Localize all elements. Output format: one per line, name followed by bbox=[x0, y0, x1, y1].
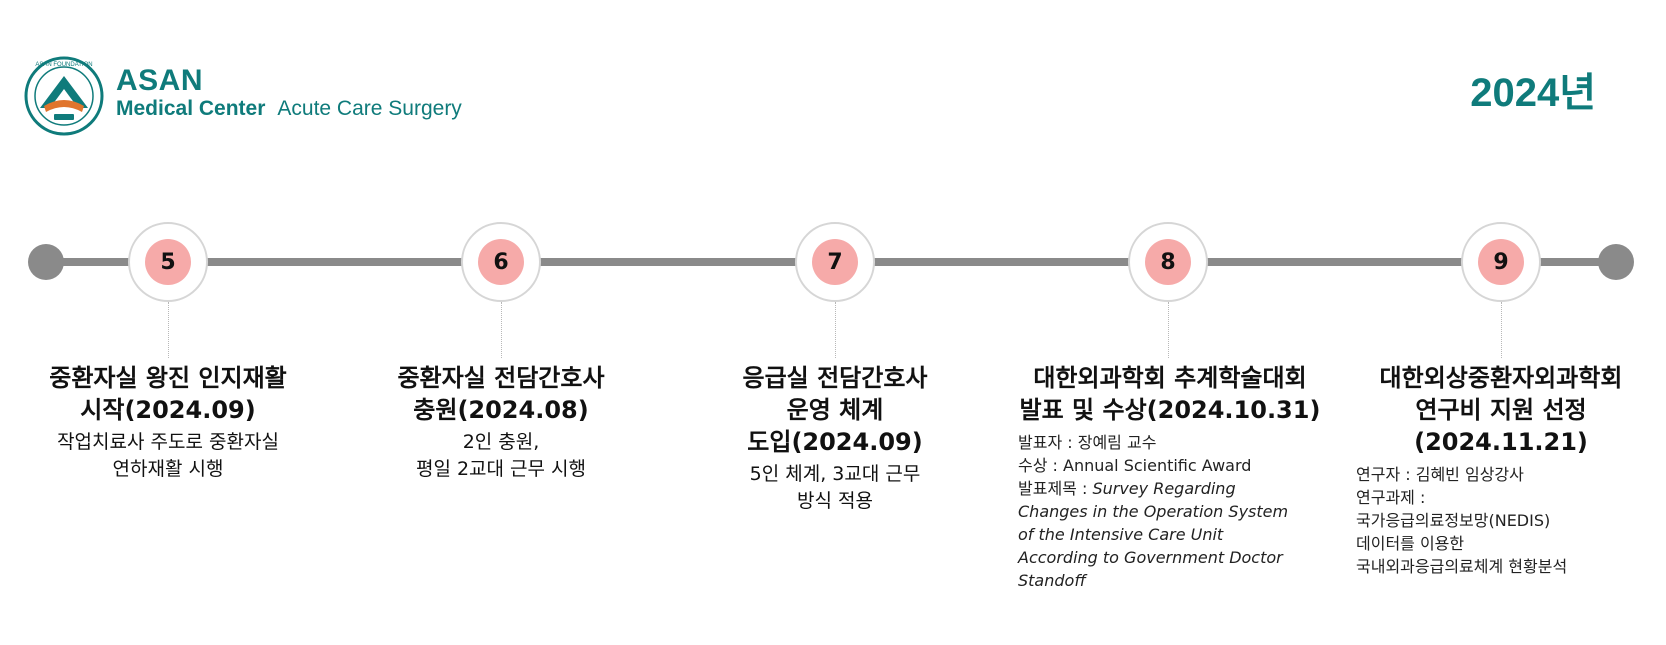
milestone-title: 중환자실 왕진 인지재활 시작(2024.09) bbox=[18, 362, 318, 426]
milestone-title: 대한외상중환자외과학회 연구비 지원 선정 (2024.11.21) bbox=[1346, 362, 1656, 458]
milestone-marker-9: 9 bbox=[1461, 222, 1541, 302]
desc-line: 평일 2교대 근무 시행 bbox=[415, 458, 587, 480]
logo-line-medical-center: Medical Center bbox=[116, 97, 266, 120]
milestone-connector bbox=[1168, 302, 1169, 358]
title-line: 대한외상중환자외과학회 bbox=[1379, 364, 1623, 392]
title-line: 시작(2024.09) bbox=[80, 396, 256, 424]
paper-title-line: Changes in the Operation System bbox=[1018, 500, 1328, 523]
milestone-description: 5인 체계, 3교대 근무 방식 적용 bbox=[685, 461, 985, 515]
milestone-detail: 연구자 : 김혜빈 임상강사 연구과제 : 국가응급의료정보망(NEDIS) 데… bbox=[1356, 463, 1656, 578]
paper-title-part: Survey Regarding bbox=[1092, 479, 1236, 498]
title-line: 연구비 지원 선정 bbox=[1415, 396, 1587, 424]
milestone-marker-5: 5 bbox=[128, 222, 208, 302]
paper-title-line: According to Government Doctor bbox=[1018, 546, 1328, 569]
milestone-connector bbox=[1501, 302, 1502, 358]
milestone-title: 대한외과학회 추계학술대회 발표 및 수상(2024.10.31) bbox=[1010, 362, 1330, 426]
desc-line: 작업치료사 주도로 중환자실 bbox=[57, 431, 279, 453]
desc-line: 방식 적용 bbox=[797, 490, 873, 512]
milestone-connector bbox=[501, 302, 502, 358]
milestone-marker-6: 6 bbox=[461, 222, 541, 302]
paper-title-part: Changes in the Operation System bbox=[1018, 502, 1289, 521]
paper-title-line: of the Intensive Care Unit bbox=[1018, 523, 1328, 546]
milestone-detail: 발표자 : 장예림 교수 수상 : Annual Scientific Awar… bbox=[1018, 431, 1328, 592]
detail-line: 연구자 : 김혜빈 임상강사 bbox=[1356, 465, 1524, 484]
title-line: 중환자실 왕진 인지재활 bbox=[49, 364, 287, 392]
paper-title-line: 발표제목 : Survey Regarding bbox=[1018, 477, 1328, 500]
paper-title-part: of the Intensive Care Unit bbox=[1018, 525, 1224, 544]
paper-title-line: Standoff bbox=[1018, 569, 1328, 592]
desc-line: 연하재활 시행 bbox=[112, 458, 224, 480]
svg-text:ASAN FOUNDATION: ASAN FOUNDATION bbox=[35, 62, 92, 68]
milestone-description: 2인 충원, 평일 2교대 근무 시행 bbox=[351, 429, 651, 483]
detail-line: 국내외과응급의료체계 현황분석 bbox=[1356, 557, 1568, 576]
desc-line: 5인 체계, 3교대 근무 bbox=[749, 463, 921, 485]
title-line: 도입(2024.09) bbox=[747, 428, 923, 456]
milestone-connector bbox=[168, 302, 169, 358]
logo-line-asan: ASAN bbox=[116, 64, 204, 97]
timeline-end-dot bbox=[1598, 244, 1634, 280]
milestone-title: 중환자실 전담간호사 충원(2024.08) bbox=[351, 362, 651, 426]
presenter-line: 발표자 : 장예림 교수 bbox=[1018, 433, 1157, 452]
year-label: 2024년 bbox=[1470, 71, 1596, 115]
paper-label: 발표제목 : bbox=[1018, 479, 1093, 498]
title-line: 충원(2024.08) bbox=[413, 396, 589, 424]
title-line: 대한외과학회 추계학술대회 bbox=[1033, 364, 1307, 392]
milestone-title: 응급실 전담간호사 운영 체계 도입(2024.09) bbox=[685, 362, 985, 458]
logo-line-acute-care: Acute Care Surgery bbox=[277, 97, 462, 120]
title-line: 발표 및 수상(2024.10.31) bbox=[1019, 396, 1321, 424]
milestone-number: 8 bbox=[1145, 239, 1191, 285]
asan-logo: ASAN FOUNDATION ASAN Medical Center Acute… bbox=[24, 52, 504, 136]
detail-line: 연구과제 : bbox=[1356, 488, 1426, 507]
milestone-number: 5 bbox=[145, 239, 191, 285]
milestone-connector bbox=[835, 302, 836, 358]
milestone-number: 9 bbox=[1478, 239, 1524, 285]
title-line: 응급실 전담간호사 bbox=[742, 364, 928, 392]
milestone-marker-7: 7 bbox=[795, 222, 875, 302]
paper-title-part: Standoff bbox=[1018, 571, 1086, 590]
title-line: 운영 체계 bbox=[786, 396, 884, 424]
title-line: 중환자실 전담간호사 bbox=[397, 364, 605, 392]
milestone-number: 6 bbox=[478, 239, 524, 285]
detail-line: 국가응급의료정보망(NEDIS) bbox=[1356, 511, 1551, 530]
paper-title-part: According to Government Doctor bbox=[1018, 548, 1283, 567]
award-line: 수상 : Annual Scientific Award bbox=[1018, 456, 1252, 475]
timeline-start-dot bbox=[28, 244, 64, 280]
desc-line: 2인 충원, bbox=[462, 431, 540, 453]
milestone-marker-8: 8 bbox=[1128, 222, 1208, 302]
milestone-description: 작업치료사 주도로 중환자실 연하재활 시행 bbox=[18, 429, 318, 483]
detail-line: 데이터를 이용한 bbox=[1356, 534, 1465, 553]
logo-wordmark: ASAN Medical Center Acute Care Surgery bbox=[116, 66, 462, 122]
milestone-number: 7 bbox=[812, 239, 858, 285]
asan-foundation-emblem-icon: ASAN FOUNDATION bbox=[24, 56, 104, 136]
title-line: (2024.11.21) bbox=[1414, 428, 1588, 456]
